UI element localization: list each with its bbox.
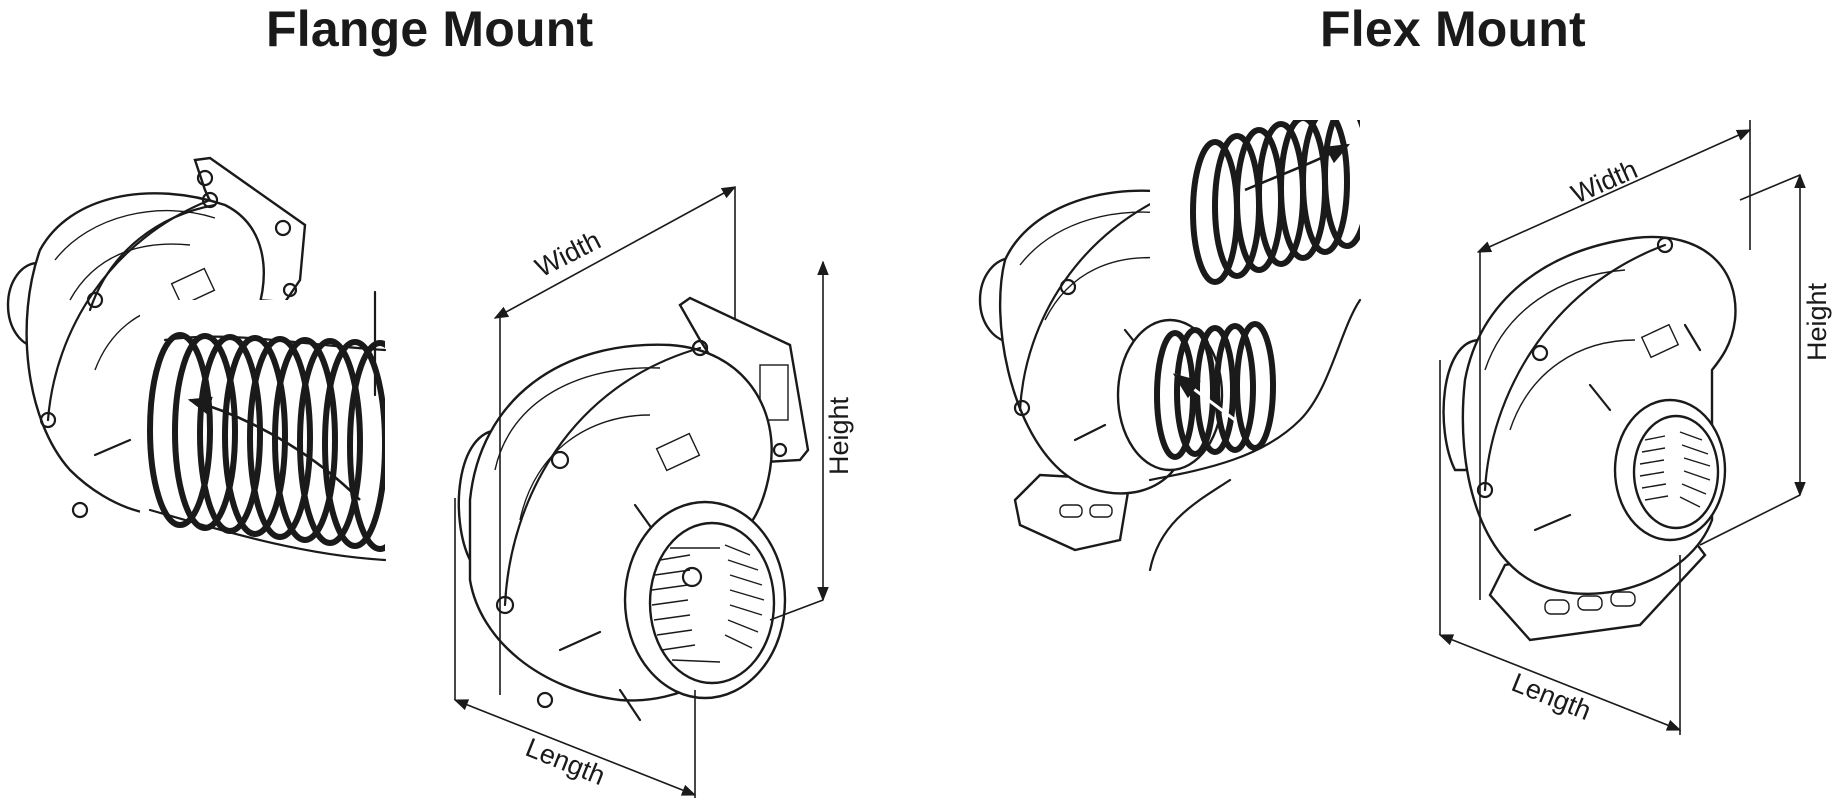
flange-length-label: Length bbox=[521, 732, 609, 791]
flange-mount-title: Flange Mount bbox=[266, 1, 594, 57]
flange-width-label: Width bbox=[530, 225, 605, 283]
flange-height-label: Height bbox=[824, 396, 854, 475]
flange-blower-dimensioned bbox=[453, 186, 829, 798]
flex-blower-with-hoses bbox=[978, 120, 1362, 572]
flex-mount-title: Flex Mount bbox=[1320, 1, 1586, 57]
flex-width-label: Width bbox=[1567, 154, 1642, 209]
flex-blower-dimensioned bbox=[1438, 120, 1806, 735]
flex-height-label: Height bbox=[1802, 282, 1832, 361]
flange-blower-with-hose bbox=[6, 156, 387, 580]
flex-length-label: Length bbox=[1507, 667, 1595, 726]
